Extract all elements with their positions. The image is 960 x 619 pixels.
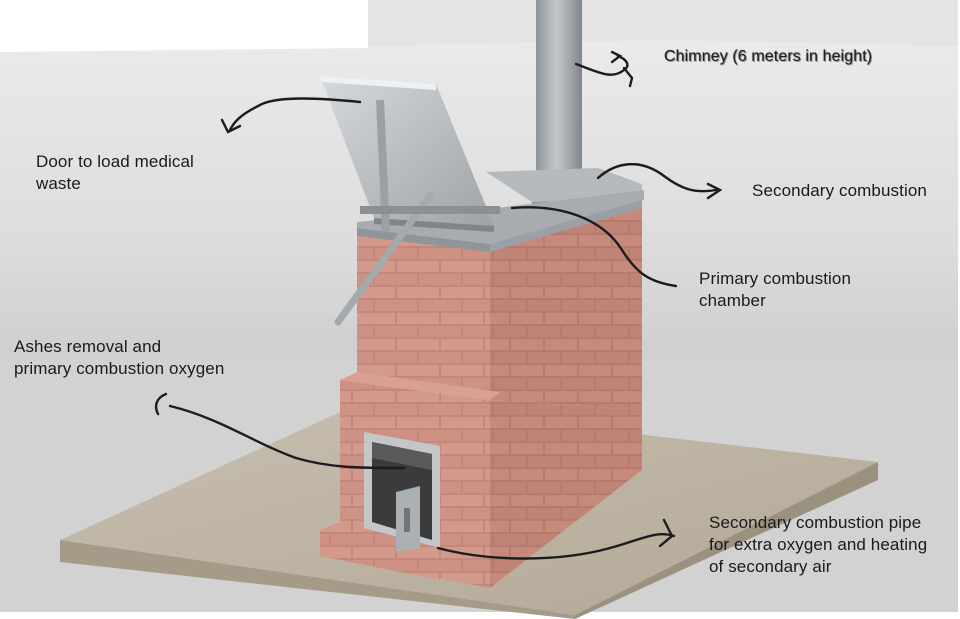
chimney-pipe xyxy=(536,0,582,186)
leader-ashes xyxy=(168,404,406,470)
primary-chamber-label-line-2: chamber xyxy=(699,291,766,310)
ashes-label-line-1: Ashes removal and xyxy=(14,337,162,356)
secondary-chamber-label-text: Secondary combustion xyxy=(752,181,927,200)
leader-primary xyxy=(510,206,678,288)
primary-chamber-label-line-1: Primary combustion xyxy=(699,269,852,288)
leader-secondary xyxy=(596,162,718,193)
arrow-pipe xyxy=(658,518,674,548)
leader-door xyxy=(228,97,362,132)
chimney-label-text: Chimney (6 meters in height) xyxy=(664,48,873,65)
door-label-line-1: Door to load medical xyxy=(36,152,194,171)
pipe-label-line-3: of secondary air xyxy=(709,557,832,576)
pipe-label-line-2: for extra oxygen and heating xyxy=(709,535,928,554)
loading-door-lid xyxy=(320,76,500,326)
ash-door xyxy=(364,432,440,552)
arrow-chimney xyxy=(610,50,623,64)
arrow-secondary xyxy=(706,182,723,200)
ashes-label-line-2: primary combustion oxygen xyxy=(14,359,225,378)
leader-pipe xyxy=(436,532,676,560)
chimney-label: Chimney (6 meters in height) xyxy=(664,46,872,68)
hook-ashes xyxy=(154,392,168,416)
arrow-door xyxy=(220,118,242,134)
primary-chamber-bricks xyxy=(357,190,644,410)
door-label-line-2: waste xyxy=(36,174,81,193)
pipe-label-line-1: Secondary combustion pipe xyxy=(709,513,922,532)
callout-lines xyxy=(154,50,723,560)
arrow-chimney-2 xyxy=(622,66,634,88)
primary-chamber-label: Primary combustion chamber xyxy=(699,268,851,312)
leader-chimney xyxy=(574,54,629,76)
ashes-label: Ashes removal and primary combustion oxy… xyxy=(14,336,224,380)
pipe-label: Secondary combustion pipe for extra oxyg… xyxy=(709,512,927,578)
secondary-chamber-label: Secondary combustion xyxy=(752,180,927,202)
door-label: Door to load medical waste xyxy=(36,151,194,195)
